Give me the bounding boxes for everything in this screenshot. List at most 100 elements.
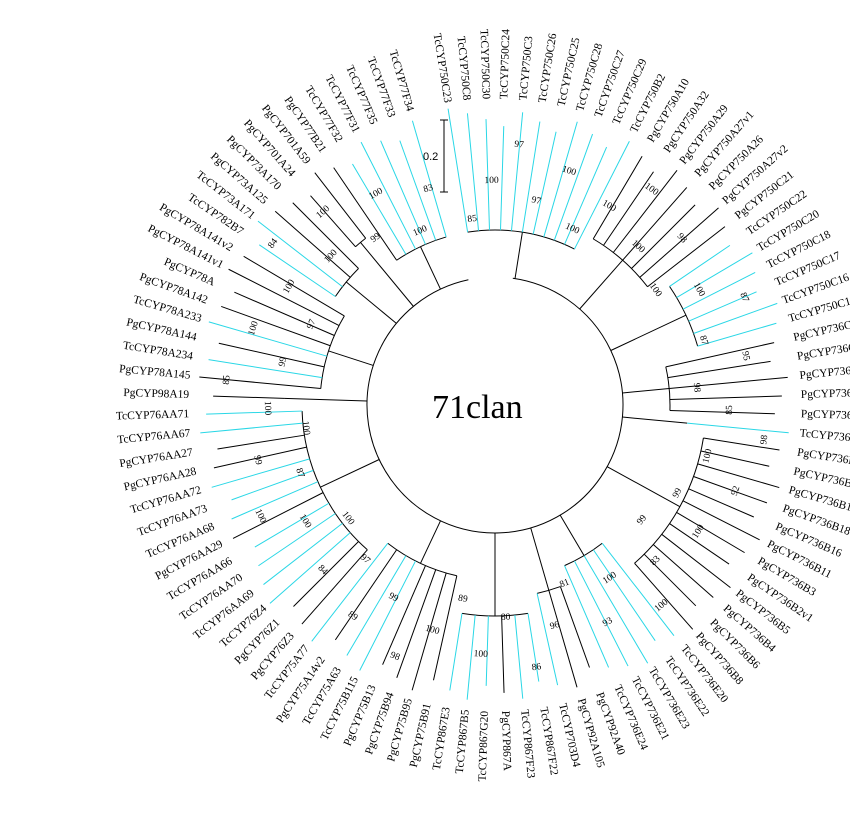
clade-stem	[610, 314, 687, 351]
leaf-branch	[665, 342, 775, 368]
bootstrap-value: 100	[701, 448, 714, 464]
leaf-label: PgCYP867A	[499, 711, 513, 772]
leaf-label: TcCYP750C26	[537, 32, 560, 103]
bootstrap-value: 99	[277, 356, 289, 368]
leaf-branch	[564, 146, 608, 245]
leaf-branch	[532, 131, 557, 235]
leaf-branch	[647, 226, 726, 288]
leaf-branch	[382, 565, 426, 665]
bootstrap-value: 99	[387, 591, 400, 604]
leaf-label: TcCYP78A234	[122, 340, 194, 363]
leaf-label: PgCYP75B91	[408, 702, 434, 768]
leaf-branch	[574, 560, 629, 667]
bootstrap-value: 99	[251, 454, 263, 466]
leaf-branch	[259, 244, 336, 297]
bootstrap-value: 97	[514, 140, 525, 151]
bootstrap-value: 87	[697, 334, 709, 346]
clade-stem	[360, 242, 414, 307]
bootstrap-value: 84	[315, 563, 329, 577]
bootstrap-value: 100	[323, 248, 340, 265]
leaf-branch	[208, 359, 323, 379]
bootstrap-value: 100	[424, 624, 441, 638]
tree-arc	[366, 277, 624, 534]
leaf-branch	[661, 533, 731, 589]
leaf-branch	[466, 615, 476, 700]
leaf-branch	[639, 207, 719, 278]
leaf-branch	[676, 252, 753, 299]
leaf-branch	[697, 322, 777, 347]
scale-bar: 0.2	[423, 119, 448, 193]
tree-arc	[536, 586, 561, 594]
leaf-branch	[447, 108, 469, 233]
bootstrap-value: 100	[691, 523, 707, 541]
leaf-branch	[669, 395, 782, 401]
leaf-branch	[213, 395, 285, 399]
bootstrap-value: 99	[369, 231, 383, 245]
clade-stem	[622, 388, 670, 394]
leaf-branch	[231, 481, 319, 520]
bootstrap-value: 98	[389, 650, 402, 663]
bootstrap-value: 97	[305, 318, 318, 331]
clade-stem	[606, 466, 681, 508]
bootstrap-value: 100	[367, 186, 385, 202]
tree-arc	[320, 315, 345, 389]
leaf-branch	[254, 502, 330, 548]
leaf-branch	[346, 555, 407, 656]
bootstrap-value: 89	[457, 594, 468, 605]
bootstrap-value: 100	[691, 281, 707, 299]
leaf-branch	[501, 615, 505, 693]
leaf-branch	[574, 141, 630, 250]
leaf-branch	[293, 541, 359, 607]
leaf-label: TcCYP750C3	[517, 35, 535, 100]
bootstrap-value: 86	[531, 662, 542, 673]
leaf-branch	[311, 542, 389, 642]
leaf-branch	[583, 555, 649, 664]
bootstrap-value: 84	[267, 237, 281, 251]
leaf-label: PgCYP736C3v1	[796, 339, 850, 363]
leaf-branch	[697, 463, 780, 489]
bootstrap-value: 87	[293, 467, 306, 479]
tree-arc	[592, 238, 648, 288]
clade-stem	[420, 520, 441, 564]
bootstrap-value: 83	[649, 554, 663, 568]
leaf-label: PgCYP76AA27	[119, 447, 194, 470]
leaf-label: TcCYP750C23	[431, 33, 454, 104]
leaf-branch	[333, 167, 398, 261]
leaf-branch	[612, 170, 678, 253]
tree-arc	[396, 236, 447, 261]
leaf-branch	[652, 544, 714, 598]
leaf-label: TcCYP750C24	[498, 29, 512, 100]
bootstrap-value: 98	[675, 232, 689, 246]
leaf-label: TcCYP867E3	[431, 706, 453, 771]
leaf-label: TcCYP750C8	[455, 36, 473, 101]
bootstrap-value: 93	[601, 616, 614, 629]
leaf-branch	[667, 360, 771, 379]
leaf-label: TcCYP750C30	[478, 29, 492, 100]
bootstrap-value: 100	[300, 420, 312, 436]
clade-stem	[420, 246, 441, 290]
leaf-label: PgCYP98A19	[123, 387, 189, 401]
leaf-branch	[274, 210, 351, 278]
clade-stem	[530, 527, 550, 591]
leaf-branch	[485, 119, 491, 231]
leaf-branch	[693, 302, 778, 334]
bootstrap-value: 100	[473, 649, 488, 660]
bootstrap-value: 92	[730, 485, 743, 498]
leaf-label: PgCYP78A145	[119, 363, 192, 382]
leaf-branch	[592, 549, 656, 641]
bootstrap-value: 100	[412, 224, 429, 239]
leaf-branch	[411, 120, 447, 238]
tree-arc	[387, 542, 457, 577]
leaf-label: PgCYP736B12	[796, 447, 850, 470]
bootstrap-value: 100	[484, 176, 499, 186]
bootstrap-value: 99	[671, 487, 684, 500]
leaf-branch	[200, 422, 303, 434]
leaf-label: TcCYP76AA71	[116, 408, 190, 422]
leaf-branch	[449, 613, 463, 691]
leaf-branch	[536, 593, 559, 686]
clade-stem	[284, 397, 368, 402]
leaf-branch	[622, 187, 688, 261]
leaf-label: TcCYP867F23	[518, 709, 536, 779]
leaf-branch	[380, 140, 426, 245]
